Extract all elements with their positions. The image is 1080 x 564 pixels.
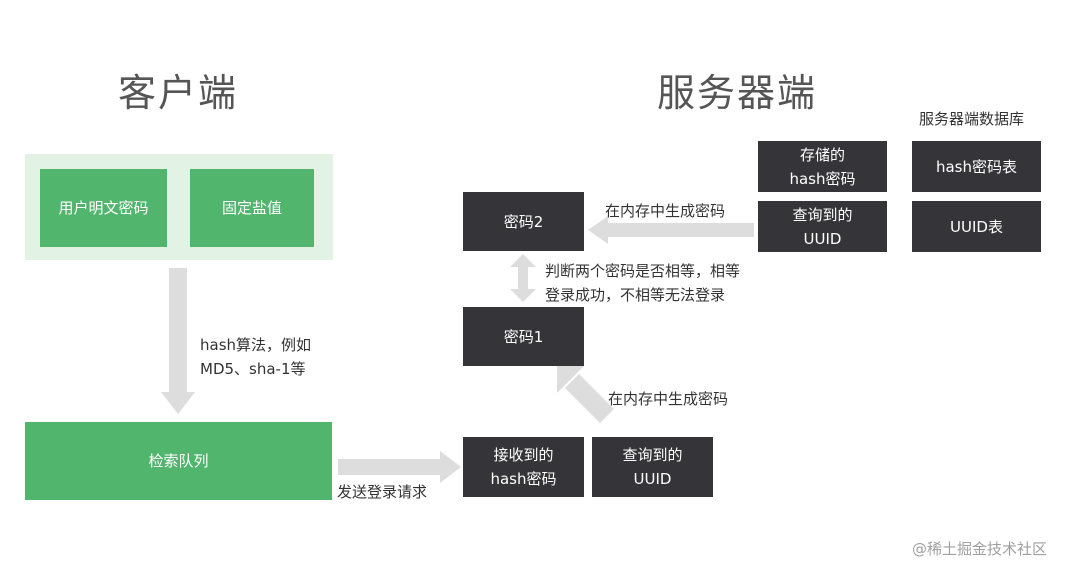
password2-box: 密码2 [463,192,584,251]
down-arrow-icon [161,268,195,414]
left-arrow-icon [588,216,754,244]
compare-passwords-note: 判断两个密码是否相等，相等 登录成功，不相等无法登录 [545,262,741,304]
up-arrow-icon [557,366,614,423]
hash-algorithm-note: hash算法，例如 MD5、sha-1等 [200,336,312,378]
fixed-salt-box: 固定盐值 [190,169,314,247]
generate-in-memory-note-bottom: 在内存中生成密码 [608,390,729,408]
password1-box: 密码1 [463,307,584,366]
received-hash-box: 接收到的 hash密码 [463,437,584,497]
search-queue-box: 检索队列 [25,422,332,500]
client-title: 客户端 [118,71,239,115]
hash-table-box: hash密码表 [912,141,1041,192]
queried-uuid-top-box: 查询到的 UUID [758,201,887,252]
send-login-request-note: 发送登录请求 [337,483,428,501]
double-arrow-icon [510,254,536,302]
watermark: @稀土掘金技术社区 [912,540,1048,558]
uuid-table-box: UUID表 [912,201,1041,252]
plain-password-box: 用户明文密码 [40,169,167,247]
server-title: 服务器端 [657,71,818,115]
right-arrow-icon [338,451,461,483]
server-database-title: 服务器端数据库 [919,110,1025,128]
queried-uuid-bottom-box: 查询到的 UUID [592,437,713,497]
generate-in-memory-note-top: 在内存中生成密码 [605,202,726,220]
stored-hash-box: 存储的 hash密码 [758,141,887,192]
